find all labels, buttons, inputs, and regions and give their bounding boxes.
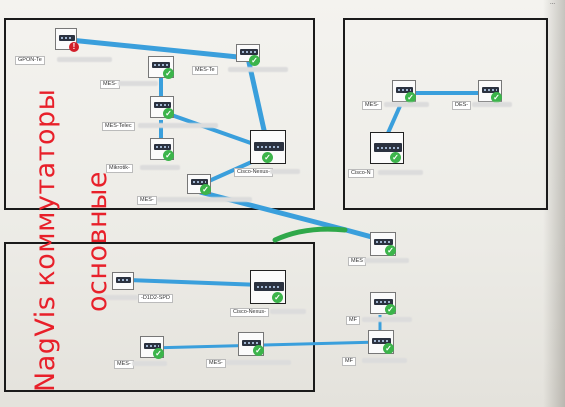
- node-label: MES-: [206, 359, 226, 368]
- region-frame-bottom: [4, 242, 315, 392]
- link-mes-telecom-cisco[interactable]: [162, 110, 266, 150]
- redacted-text: [138, 123, 218, 128]
- ok-status-icon: ✓: [253, 345, 264, 356]
- ok-status-icon: ✓: [405, 92, 416, 103]
- node-label: Cisco-Nexus-: [230, 308, 270, 317]
- handwritten-caption-line1: NagVis коммутаторы: [30, 88, 61, 392]
- node-label: MES-: [114, 360, 134, 369]
- handwritten-caption-line2: основные: [82, 170, 113, 312]
- ok-status-icon: ✓: [163, 150, 174, 161]
- node-label: MES-: [137, 196, 157, 205]
- device-icon: [250, 270, 286, 304]
- ok-status-icon: ✓: [491, 92, 502, 103]
- node-label: MES-Telec: [102, 122, 135, 131]
- redacted-text: [270, 169, 300, 174]
- node-label: -D1D2-SPD: [138, 294, 174, 303]
- node-label: MF: [342, 357, 356, 366]
- node-label: MES-Te: [192, 66, 218, 75]
- ok-status-icon: ✓: [249, 55, 260, 66]
- link-mes-right-cisco-n[interactable]: [386, 105, 402, 134]
- ok-status-icon: ✓: [385, 304, 396, 315]
- ok-status-icon: ✓: [163, 68, 174, 79]
- redacted-text: [118, 81, 158, 86]
- error-status-icon: !: [69, 42, 79, 52]
- node-label: MF: [346, 316, 360, 325]
- link-bottom-bus[interactable]: [149, 340, 381, 350]
- ok-status-icon: ✓: [262, 152, 273, 163]
- node-label: GPON-Te: [15, 56, 45, 65]
- link-gpon-mes-top[interactable]: [67, 37, 251, 61]
- node-label: MES-: [362, 101, 382, 110]
- redacted-text: [270, 309, 306, 314]
- node-label: Cisco-N: [348, 169, 374, 178]
- redacted-text: [140, 165, 180, 170]
- redacted-text: [472, 102, 512, 107]
- ok-status-icon: ✓: [272, 292, 283, 303]
- ok-status-icon: ✓: [163, 108, 174, 119]
- node-label: MES-: [100, 80, 120, 89]
- redacted-text: [132, 361, 167, 366]
- ok-status-icon: ✓: [383, 343, 394, 354]
- region-frame-top-right: [343, 18, 548, 210]
- ok-status-icon: ✓: [200, 184, 211, 195]
- node-label: DES-: [452, 101, 472, 110]
- redacted-text: [100, 295, 138, 300]
- link-d1d2-cisco2[interactable]: [127, 278, 261, 287]
- redacted-text: [157, 197, 252, 202]
- redacted-text: [384, 102, 429, 107]
- node-label: Mikrotik-: [106, 164, 133, 173]
- green-stroke-mark: [272, 226, 348, 243]
- redacted-text: [228, 67, 288, 72]
- ok-status-icon: ✓: [385, 245, 396, 256]
- redacted-text: [364, 258, 409, 263]
- redacted-text: [226, 360, 291, 365]
- redacted-text: [57, 57, 112, 62]
- device-icon: [370, 132, 404, 164]
- ok-status-icon: ✓: [153, 348, 164, 359]
- redacted-text: [362, 317, 412, 322]
- redacted-text: [362, 358, 407, 363]
- redacted-text: [378, 170, 423, 175]
- ok-status-icon: ✓: [390, 152, 401, 163]
- device-icon: [112, 272, 134, 290]
- node-label: Cisco-Nexus-: [234, 168, 274, 177]
- corner-mark: ...: [549, 0, 555, 6]
- photo-edge-shadow: [543, 0, 565, 407]
- region-frame-top-left: [4, 18, 315, 210]
